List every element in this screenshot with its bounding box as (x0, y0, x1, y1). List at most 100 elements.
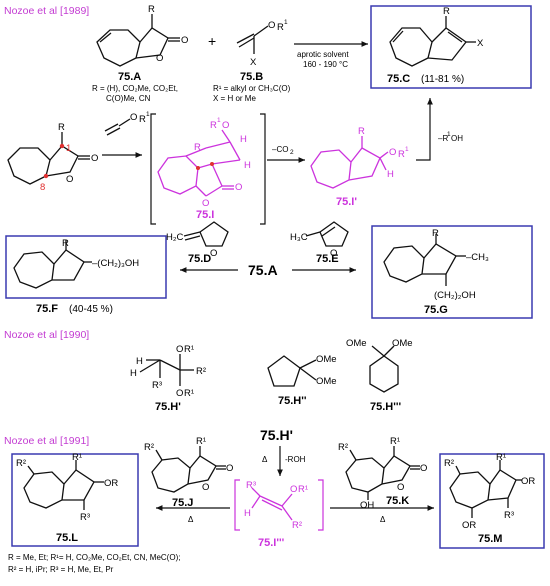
75E-H3C: H₃C (290, 232, 308, 243)
box-75C (370, 5, 532, 89)
75I-R1: R (210, 120, 217, 131)
label-75J: 75.J (172, 497, 193, 509)
75I-O-exo: O (235, 182, 242, 193)
structure-75K (345, 446, 420, 500)
75D-H2C: H₂C (166, 232, 184, 243)
structure-75B-X: X (250, 57, 257, 68)
structure-75C (389, 16, 476, 67)
structure-75G (383, 234, 466, 286)
75J-R1: R¹ (196, 436, 206, 447)
cond-minus-roh: -ROH (285, 455, 306, 464)
note-75A-r: R = (H), CO₂Me, CO₂Et, (92, 84, 178, 93)
vinyl-R: R (139, 114, 146, 125)
mech-O-ring: O (66, 174, 73, 185)
75G-CH3: –CH₃ (466, 252, 489, 263)
label-75H2: 75.H'' (278, 395, 307, 407)
position-1-dot (59, 143, 65, 149)
structure-75B (236, 25, 269, 54)
vinyl-O: O (130, 112, 137, 123)
structure-75B-R-sup: 1 (284, 19, 288, 26)
75H2-OMe2: OMe (316, 376, 337, 387)
structure-75Iprime (310, 136, 389, 189)
label-75Iprime: 75.I' (336, 196, 357, 208)
structure-75B-O: O (268, 20, 275, 31)
note-75A-r2: C(O)Me, CN (106, 94, 151, 103)
label-75A: 75.A (118, 71, 141, 83)
75H1-H1: H (136, 356, 143, 367)
75M-R2: R² (444, 458, 454, 469)
75I-R: R (194, 142, 201, 153)
bracket-75I3 (234, 479, 324, 531)
position-8-dot (43, 173, 49, 179)
structure-75M (449, 460, 522, 518)
label-75A-center: 75.A (248, 262, 278, 278)
structure-75C-X: X (477, 38, 484, 49)
structure-75A-R: R (148, 4, 155, 15)
structure-75H2 (267, 355, 317, 387)
75M-OR-bottom: OR (462, 520, 476, 531)
75H3-OMe2: OMe (392, 338, 413, 349)
75H1-R2: R² (196, 366, 206, 377)
mech-position-8: 8 (40, 182, 45, 193)
structure-75H3 (369, 345, 399, 393)
note-75L-2: R² = H, iPr; R³ = H, Me, Et, Pr (8, 565, 114, 574)
75K-O-exo: O (420, 463, 427, 474)
structure-75J (151, 446, 226, 493)
75F-chain: –(CH₂)₃OH (92, 258, 139, 269)
75I3-H: H (244, 508, 251, 519)
cond-aprotic: aprotic solvent (297, 50, 349, 59)
75D-O: O (210, 248, 217, 259)
75I-dot-b (210, 162, 214, 166)
structure-75F (13, 240, 92, 289)
structure-75L (23, 460, 104, 510)
75K-OH: OH (360, 500, 374, 511)
75I3-R1: R¹ (298, 484, 308, 495)
75H1-O1: O (176, 344, 183, 355)
label-75D: 75.D (188, 253, 211, 265)
75K-R1: R¹ (390, 436, 400, 447)
structure-75A-O-ring: O (156, 53, 163, 64)
structure-75B-R: R (277, 22, 284, 33)
label-75F: 75.F (36, 303, 58, 315)
structure-75I3 (251, 487, 293, 521)
label-75H3: 75.H''' (370, 401, 401, 413)
reference-1991: Nozoe et al [1991] (4, 435, 89, 447)
75L-OR: OR (104, 478, 118, 489)
structure-75D (183, 221, 229, 247)
cond-delta-1: Δ (262, 455, 268, 464)
75H2-OMe1: OMe (316, 354, 337, 365)
box-75G (371, 225, 533, 319)
75K-R2: R² (338, 442, 348, 453)
75M-R1: R¹ (496, 452, 506, 463)
75K-O-ring: O (397, 482, 404, 493)
reference-1989: Nozoe et al [1989] (4, 5, 89, 17)
75I-dot-a (196, 166, 200, 170)
75I-O-ring: O (202, 198, 209, 209)
bracket-75I (150, 113, 266, 225)
75F-R: R (62, 238, 69, 249)
75I3-R2: R² (292, 520, 302, 531)
75M-R3: R³ (504, 510, 514, 521)
75L-R1: R¹ (72, 452, 82, 463)
label-75C: 75.C (387, 73, 410, 85)
mech-O-exo: O (91, 153, 98, 164)
cond-co2-sub: 2 (290, 149, 294, 156)
label-75H1-center: 75.H' (260, 427, 293, 443)
label-75M: 75.M (478, 533, 502, 545)
label-75E: 75.E (316, 253, 339, 265)
label-75K: 75.K (386, 495, 409, 507)
cond-minus-r1oh: –R (438, 134, 448, 143)
75Iprime-R: R (358, 126, 365, 137)
box-75L (11, 453, 139, 547)
arrow-up-to-75C (416, 98, 433, 161)
75H3-OMe1: OMe (346, 338, 367, 349)
reference-1990: Nozoe et al [1990] (4, 329, 89, 341)
structure-75E (305, 221, 349, 247)
box-75F (5, 235, 167, 299)
cond-minus-co2: –CO (272, 145, 288, 154)
label-75H1: 75.H' (155, 401, 181, 413)
structure-75A (96, 14, 180, 67)
75I3-O: O (290, 484, 297, 495)
vinyl-R-sup: 1 (146, 111, 150, 118)
